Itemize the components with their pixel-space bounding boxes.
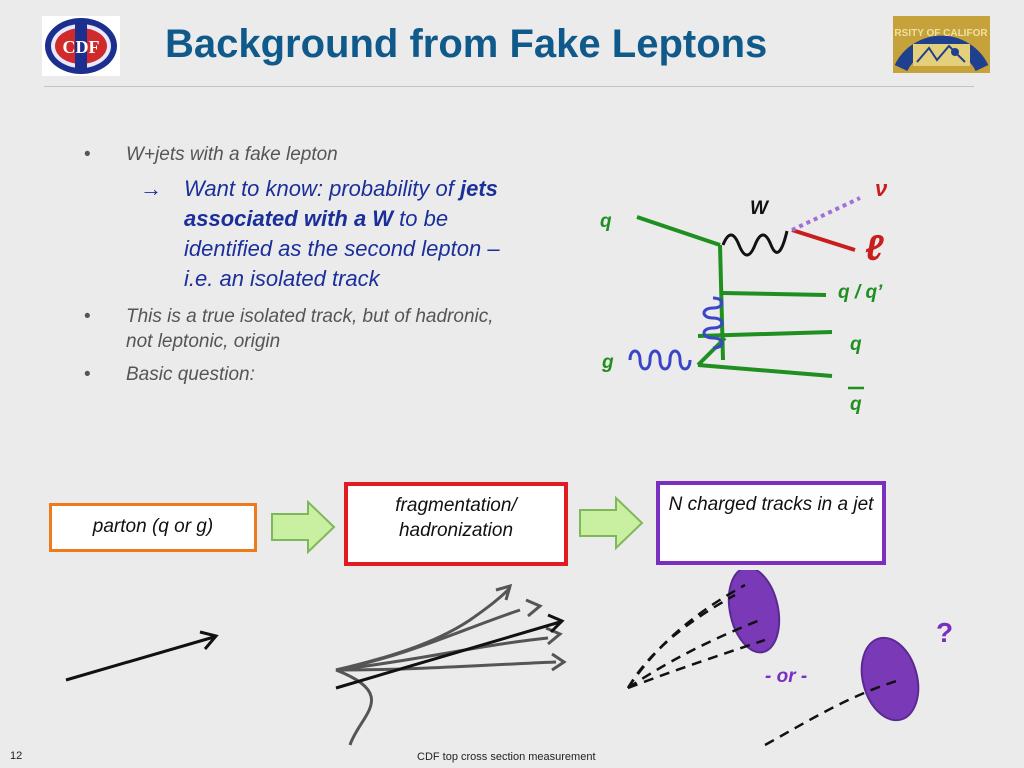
bullet-text: W+jets with a fake lepton (126, 144, 338, 165)
bullet-item: • This is a true isolated track, but of … (84, 304, 524, 354)
seal-text: RSITY OF CALIFOR (894, 28, 988, 39)
sub-text-bold: jets associated with a W (184, 176, 498, 231)
label-lepton: ℓ (865, 227, 884, 268)
cdf-logo-text: CDF (63, 37, 100, 57)
label-qbar: q (850, 394, 862, 415)
fragmentation-sketch (335, 583, 567, 746)
bullet-item: • W+jets with a fake lepton (84, 142, 524, 167)
lepton-line (791, 228, 856, 252)
page-number: 12 (10, 750, 23, 762)
bullet-list: • W+jets with a fake lepton → Want to kn… (84, 142, 524, 387)
tracks-jet-sketch-2 (764, 636, 920, 747)
parton-box: parton (q or g) (49, 503, 257, 552)
label-nu: ν (875, 176, 888, 201)
page-title: Background from Fake Leptons (165, 22, 768, 66)
label-w: W (750, 198, 770, 219)
tracks-jet-sketch-1 (626, 570, 781, 690)
flow-arrow-icon (271, 500, 336, 554)
quark-line-in (636, 215, 721, 247)
arrow-bullet-icon: → (140, 176, 162, 201)
label-q-in: q (600, 211, 612, 232)
sub-text-post: to be identified as the second lepton – … (184, 206, 500, 291)
bullet-text: Basic question: (126, 364, 255, 385)
bullet-dot: • (84, 364, 91, 385)
header-divider (44, 86, 974, 87)
label-g: g (601, 352, 614, 373)
jet-sketches: - or - ? (65, 570, 953, 747)
or-label: - or - (765, 666, 807, 687)
gluon-vertical (702, 296, 724, 350)
w-boson-line (721, 230, 789, 257)
quark-line-out-2 (697, 330, 833, 338)
cdf-logo: CDF (42, 16, 120, 76)
sub-bullet: → Want to know: probability of jets asso… (84, 174, 524, 294)
label-q-out: q (850, 334, 862, 355)
sub-text-pre: Want to know: probability of (184, 176, 460, 201)
bullet-dot: • (84, 306, 91, 327)
university-seal: RSITY OF CALIFOR (893, 16, 990, 73)
feynman-diagram: q W ν ℓ q / q’ g q q (600, 176, 888, 415)
fragmentation-box-text: fragmentation/ hadronization (395, 495, 517, 541)
bullet-text: This is a true isolated track, but of ha… (126, 306, 494, 352)
parton-arrow-sketch (65, 630, 219, 682)
parton-box-text: parton (q or g) (92, 516, 214, 537)
tracks-box: N charged tracks in a jet (656, 481, 886, 565)
gluon-horizontal (628, 349, 692, 371)
footer-text: CDF top cross section measurement (417, 751, 596, 763)
neutrino-line (791, 196, 861, 232)
question-mark: ? (936, 617, 953, 648)
fragmentation-box: fragmentation/ hadronization (344, 482, 568, 566)
bullet-item: • Basic question: (84, 362, 524, 387)
quark-line-out-1 (722, 291, 827, 297)
tracks-box-text: N charged tracks in a jet (668, 494, 874, 515)
flow-arrow-icon (579, 496, 644, 550)
antiquark-line-out (697, 363, 833, 378)
label-q-qprime: q / q’ (838, 282, 883, 303)
bullet-dot: • (84, 144, 91, 165)
